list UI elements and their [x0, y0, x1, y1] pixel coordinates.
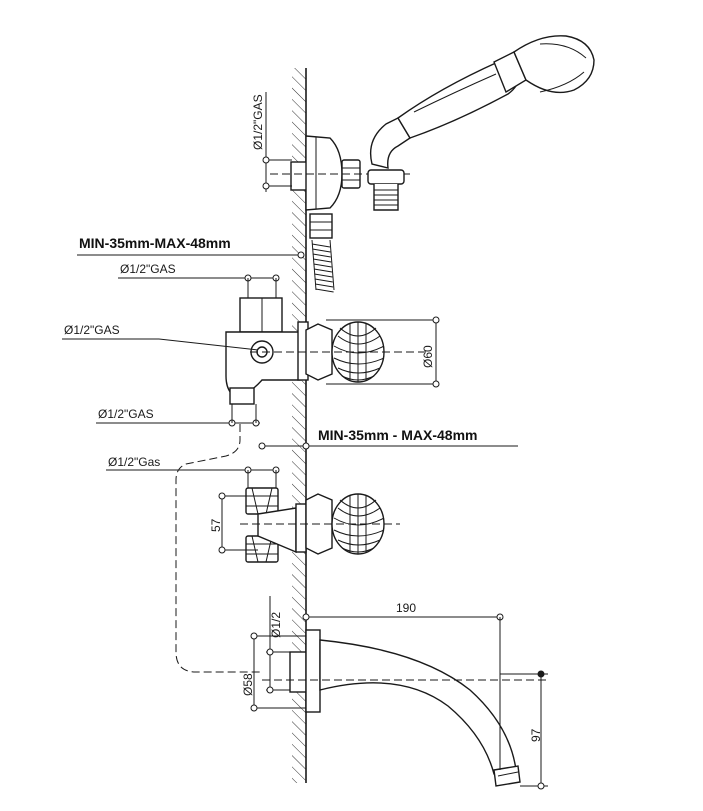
shower-holder-bracket [367, 169, 405, 211]
hose-ridge [315, 283, 334, 288]
hidden-pipe-route [175, 424, 262, 673]
hose-ridge [314, 273, 333, 278]
hose-ridge [313, 268, 333, 273]
spout-flange-diameter-label: Ø58 [241, 673, 255, 696]
wall-range-label-middle: MIN-35mm - MAX-48mm [318, 427, 477, 443]
upper-valve-thread-side-label: Ø1/2"GAS [64, 323, 120, 337]
hose-ridge [313, 258, 332, 263]
spout-drop-label: 97 [529, 728, 543, 742]
shower-inlet-thread-label: Ø1/2"GAS [251, 94, 265, 150]
lower-valve-thread-label: Ø1/2"Gas [108, 455, 160, 469]
hose-ridge [314, 278, 333, 283]
bath-spout [289, 629, 521, 787]
spout-thread-label: Ø1/2 [269, 612, 283, 638]
hose-ridge [312, 253, 331, 258]
shower-wall-outlet [262, 92, 410, 239]
spout-projection-label: 190 [396, 601, 416, 615]
wall-range-label-top: MIN-35mm-MAX-48mm [79, 235, 231, 251]
knob-diameter-label: Ø60 [421, 345, 435, 368]
upper-valve-knob [305, 321, 385, 383]
shower-hose [311, 239, 335, 293]
lower-valve-body [245, 487, 307, 563]
hose-ridge [311, 243, 331, 248]
hose-ridge [313, 263, 332, 268]
upper-valve-thread-top-label: Ø1/2"GAS [120, 262, 176, 276]
hand-shower [369, 35, 595, 169]
hose-ridge [312, 248, 331, 253]
lower-valve-spacing-label: 57 [209, 518, 223, 532]
hose-ridge [315, 288, 334, 293]
upper-valve-thread-bottom-label: Ø1/2"GAS [98, 407, 154, 421]
